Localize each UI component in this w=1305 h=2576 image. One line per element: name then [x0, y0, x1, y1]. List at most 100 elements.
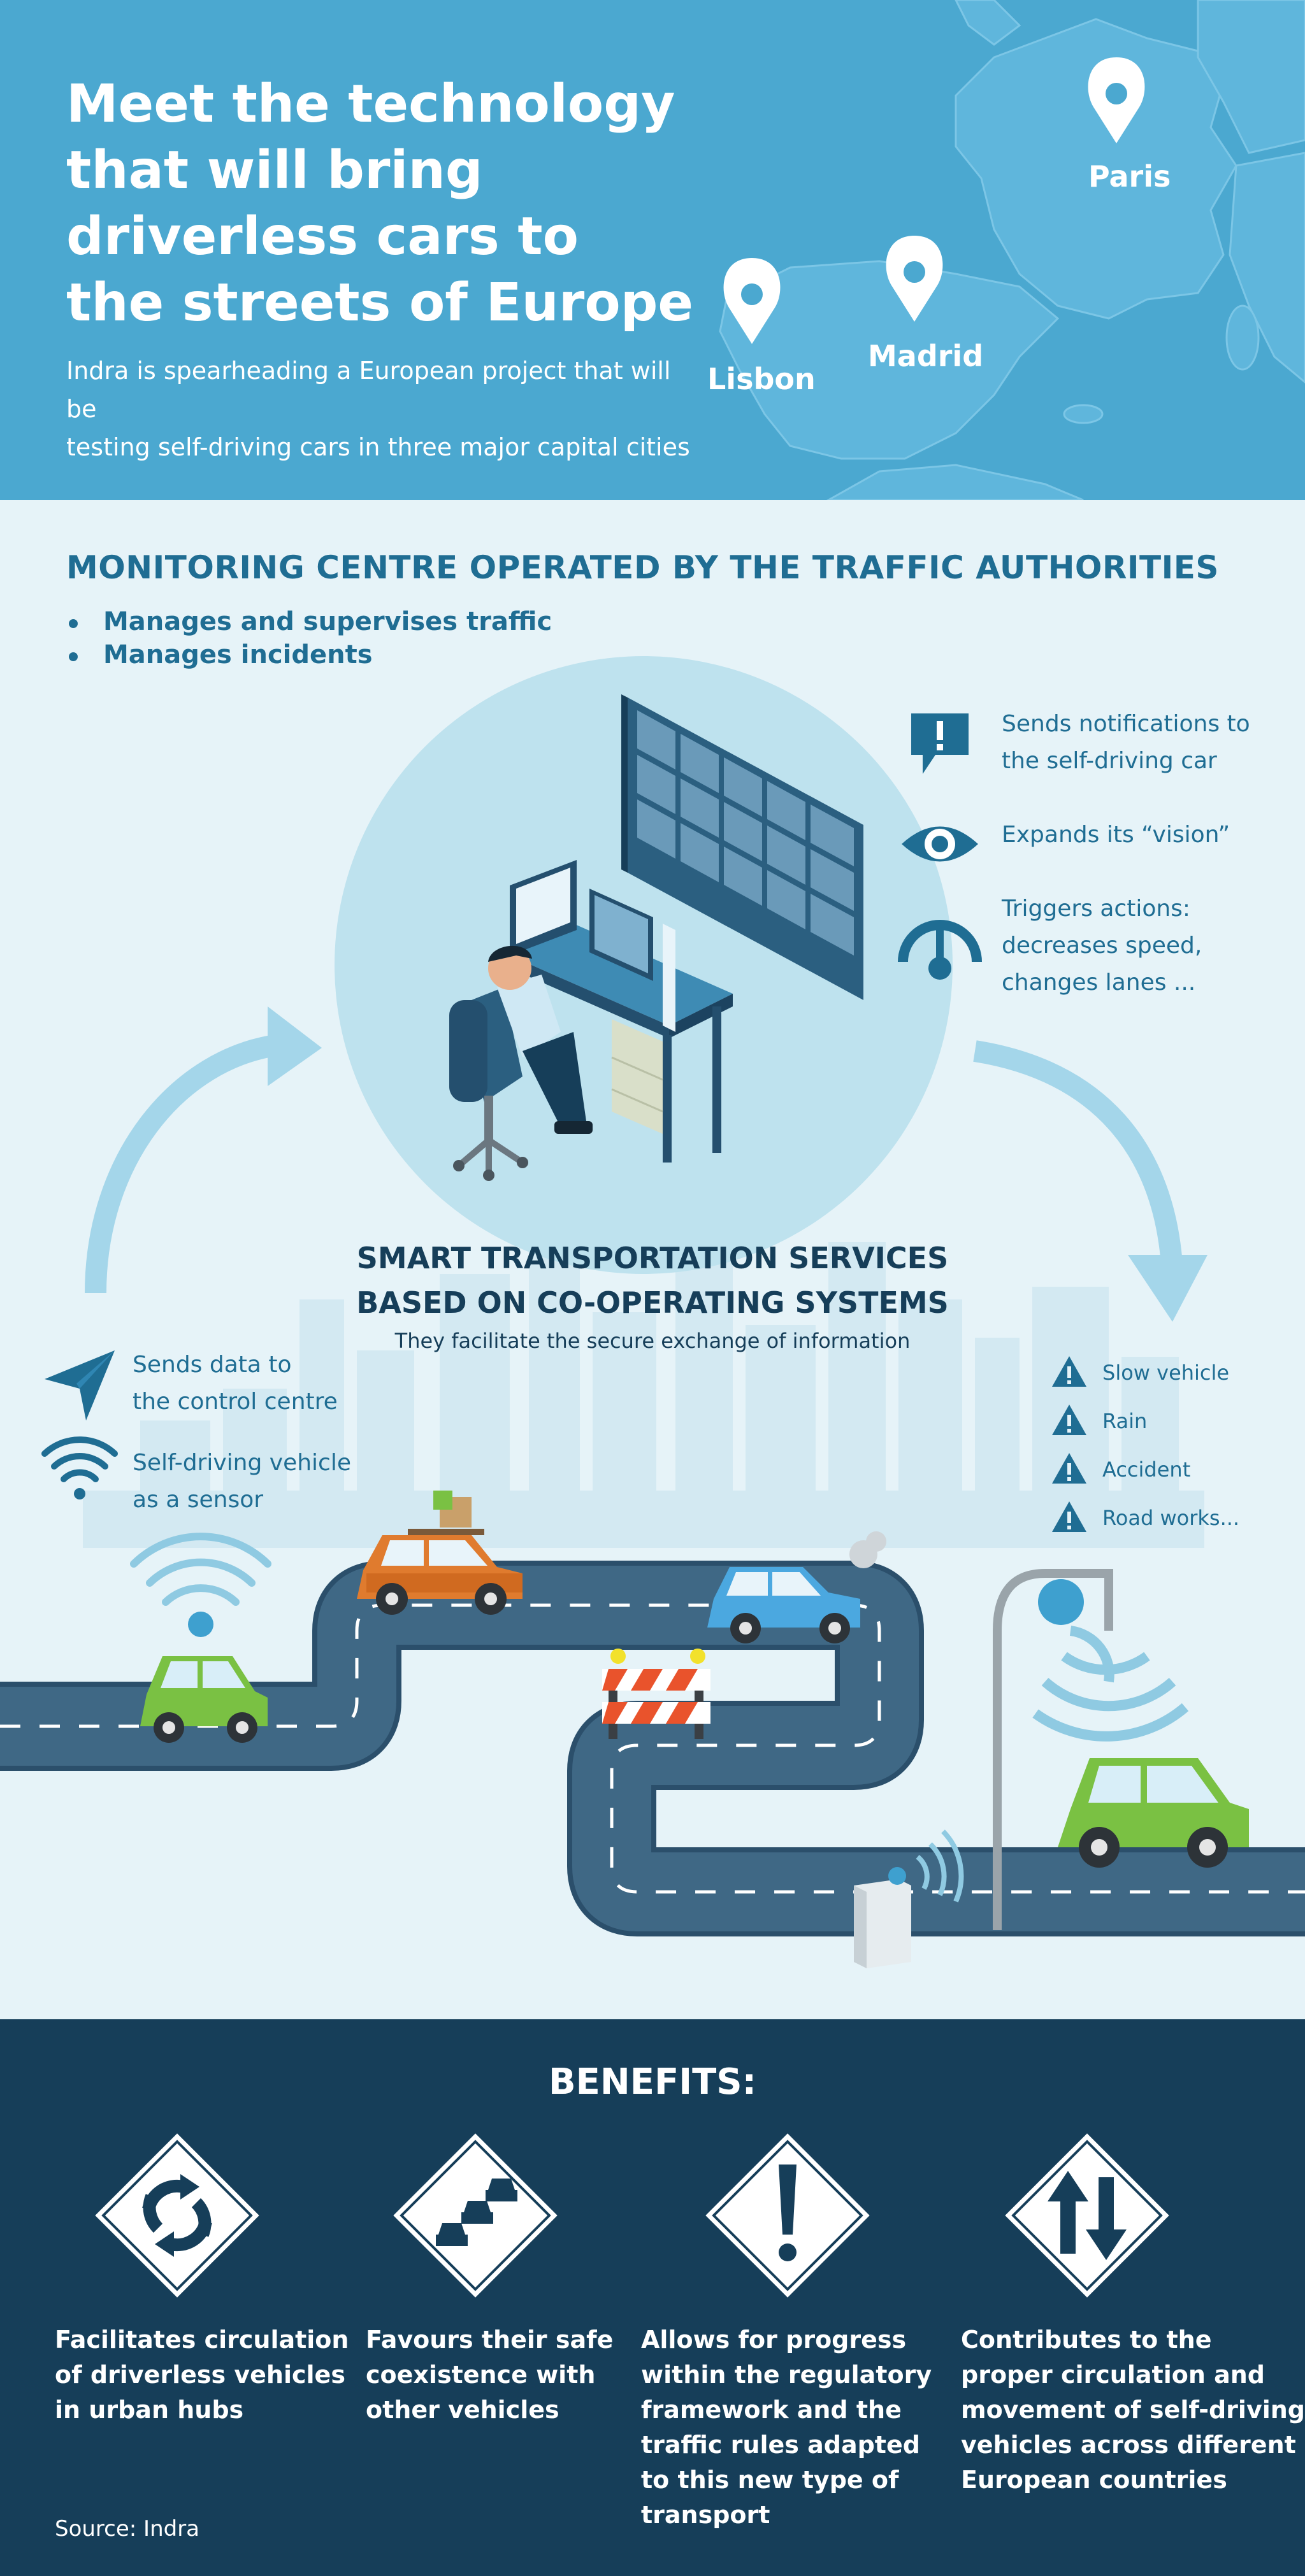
city-label-madrid: Madrid — [868, 339, 984, 373]
paris-pin-icon — [1088, 57, 1145, 143]
feature-line: the control centre — [133, 1389, 338, 1415]
page-subtitle: Indra is spearheading a European project… — [66, 352, 703, 466]
benefit-line: Facilitates circulation — [55, 2326, 349, 2354]
alert-label: Rain — [1102, 1409, 1148, 1433]
notification-icon — [911, 713, 969, 774]
feature-line: Self-driving vehicle — [133, 1450, 351, 1476]
benefit-line: in urban hubs — [55, 2396, 244, 2424]
benefit-line: of driverless vehicles — [55, 2361, 345, 2389]
alert-triangles — [1052, 1356, 1086, 1532]
alert-accident: Accident — [1087, 1457, 1190, 1482]
list-item: Manages incidents — [66, 638, 552, 671]
madrid-pin-icon — [886, 236, 943, 322]
feature-line: changes lanes ... — [1002, 970, 1196, 996]
feature-notifications: Sends notifications to the self-driving … — [1002, 706, 1250, 780]
benefit-line: movement of self-driving — [961, 2396, 1305, 2424]
roadside-unit — [854, 1829, 964, 1968]
warning-icon — [1052, 1356, 1086, 1387]
city-label-lisbon: Lisbon — [707, 362, 816, 396]
roundabout-icon — [87, 2128, 267, 2305]
eye-icon — [902, 826, 978, 862]
title-line: driverless cars to — [66, 206, 579, 267]
smart-transport-subtitle: They facilitate the secure exchange of i… — [394, 1329, 911, 1353]
alert-road-works: Road works... — [1087, 1506, 1239, 1530]
benefit-line: traffic rules adapted — [641, 2431, 920, 2459]
benefit-line: Contributes to the — [961, 2326, 1212, 2354]
title-line: Meet the technology — [66, 74, 675, 134]
benefit-line: transport — [641, 2501, 770, 2529]
title-line: that will bring — [66, 140, 483, 201]
wifi-signal-icon — [130, 1533, 271, 1637]
benefit-line: to this new type of — [641, 2466, 899, 2494]
operator-person — [449, 945, 593, 1181]
benefit-icons — [87, 2128, 1177, 2305]
alert-slow-vehicle: Slow vehicle — [1087, 1361, 1229, 1385]
center-title-line: BASED ON CO-OPERATING SYSTEMS — [356, 1285, 949, 1320]
feature-vision: Expands its “vision” — [1002, 817, 1230, 854]
speedometer-icon — [898, 920, 982, 980]
feature-line: Sends notifications to — [1002, 711, 1250, 737]
send-icon — [45, 1350, 115, 1420]
street-lamp-sensor — [993, 1569, 1189, 1930]
benefit-2-text: Favours their safe coexistence with othe… — [366, 2322, 613, 2428]
feature-vehicle-sensor: Self-driving vehicle as a sensor — [133, 1445, 351, 1519]
benefit-line: within the regulatory — [641, 2361, 932, 2389]
benefit-line: coexistence with — [366, 2361, 596, 2389]
smart-transport-title: SMART TRANSPORTATION SERVICES BASED ON C… — [0, 1236, 1305, 1325]
list-item: Manages and supervises traffic — [66, 605, 552, 638]
monitoring-title: MONITORING CENTRE OPERATED BY THE TRAFFI… — [66, 549, 1219, 586]
feature-line: Expands its “vision” — [1002, 822, 1230, 848]
feature-line: decreases speed, — [1002, 933, 1202, 959]
benefit-line: proper circulation and — [961, 2361, 1265, 2389]
benefit-1-text: Facilitates circulation of driverless ve… — [55, 2322, 349, 2428]
feature-actions: Triggers actions: decreases speed, chang… — [1002, 891, 1202, 1001]
exclamation-icon — [698, 2128, 877, 2305]
right-curved-arrow — [973, 1040, 1183, 1275]
source-note: Source: Indra — [55, 2516, 200, 2542]
benefit-3-text: Allows for progress within the regulator… — [641, 2322, 932, 2533]
warning-icon — [1052, 1501, 1086, 1532]
two-way-arrows-icon — [997, 2128, 1177, 2305]
subtitle-line: Indra is spearheading a European project… — [66, 357, 671, 423]
orange-car — [357, 1491, 523, 1615]
header-banner: Meet the technology that will bring driv… — [0, 0, 1305, 500]
monitoring-bullets: Manages and supervises traffic Manages i… — [66, 605, 552, 671]
benefit-line: Allows for progress — [641, 2326, 907, 2354]
illustration — [0, 656, 1305, 1968]
wifi-icon — [41, 1436, 118, 1499]
city-skyline — [83, 1242, 1204, 1548]
alert-rain: Rain — [1087, 1409, 1147, 1433]
benefit-line: vehicles across different — [961, 2431, 1296, 2459]
alert-label: Accident — [1102, 1457, 1191, 1482]
video-wall — [621, 694, 863, 1000]
feature-line: Triggers actions: — [1002, 896, 1191, 922]
road-network — [0, 1561, 1305, 1936]
subtitle-line: testing self-driving cars in three major… — [66, 433, 690, 461]
benefit-line: Favours their safe — [366, 2326, 614, 2354]
warning-icon — [1052, 1405, 1086, 1435]
blue-car — [707, 1531, 886, 1643]
benefit-line: framework and the — [641, 2396, 902, 2424]
page-title: Meet the technology that will bring driv… — [66, 71, 703, 336]
benefit-line: other vehicles — [366, 2396, 559, 2424]
operator-desk — [510, 860, 733, 1163]
benefit-4-text: Contributes to the proper circulation an… — [961, 2322, 1305, 2498]
alert-label: Slow vehicle — [1102, 1361, 1230, 1385]
benefit-line: European countries — [961, 2466, 1227, 2494]
road-works-barrier — [602, 1649, 710, 1739]
lisbon-pin-icon — [723, 258, 781, 344]
city-label-paris: Paris — [1088, 159, 1171, 194]
warning-icon — [1052, 1453, 1086, 1484]
cars-icon — [386, 2128, 565, 2305]
green-car-right — [1058, 1758, 1249, 1868]
feature-line: as a sensor — [133, 1487, 264, 1513]
feature-sends-data: Sends data to the control centre — [133, 1347, 338, 1420]
feature-line: Sends data to — [133, 1352, 292, 1378]
europe-map — [719, 0, 1305, 500]
left-arrow-head — [268, 1006, 322, 1086]
center-title-line: SMART TRANSPORTATION SERVICES — [356, 1241, 949, 1275]
benefits-title: BENEFITS: — [548, 2061, 757, 2103]
right-arrow-head — [1128, 1255, 1208, 1322]
feature-line: the self-driving car — [1002, 748, 1217, 774]
left-curved-arrow — [85, 1034, 282, 1294]
